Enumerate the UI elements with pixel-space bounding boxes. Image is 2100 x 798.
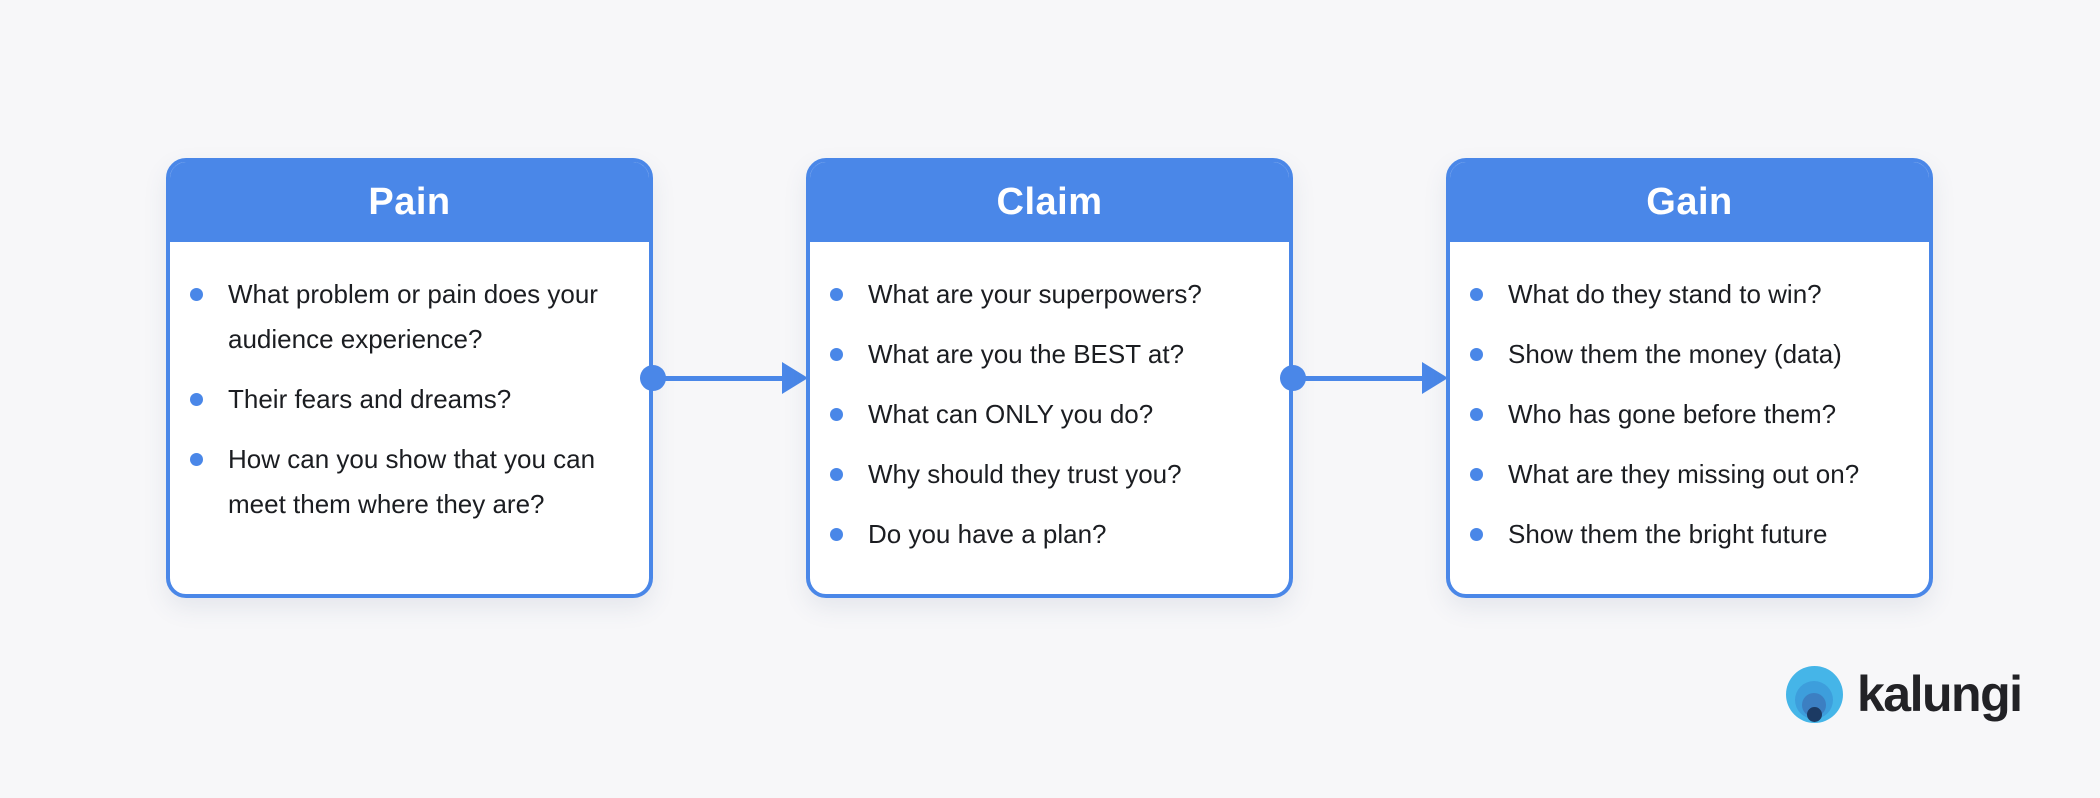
card-pain-header: Pain bbox=[170, 162, 649, 242]
bullet-dot-icon bbox=[1470, 288, 1483, 301]
list-item: Do you have a plan? bbox=[830, 512, 1264, 557]
list-item: Show them the bright future bbox=[1470, 512, 1904, 557]
card-claim-body: What are your superpowers? What are you … bbox=[810, 242, 1289, 557]
bullet-text: Show them the money (data) bbox=[1508, 339, 1842, 369]
arrow-head-icon bbox=[782, 362, 808, 394]
bullet-text: What are your superpowers? bbox=[868, 279, 1202, 309]
card-claim-title: Claim bbox=[996, 180, 1103, 223]
card-gain-body: What do they stand to win? Show them the… bbox=[1450, 242, 1929, 557]
kalungi-logo-icon bbox=[1786, 665, 1843, 723]
bullet-text: What are they missing out on? bbox=[1508, 459, 1860, 489]
kalungi-logo-text: kalungi bbox=[1857, 666, 2023, 722]
kalungi-logo: kalungi bbox=[1786, 664, 2023, 724]
connector-arrow-claim-to-gain bbox=[1280, 362, 1448, 394]
list-item: How can you show that you can meet them … bbox=[190, 437, 624, 527]
bullet-text: Who has gone before them? bbox=[1508, 399, 1837, 429]
bullet-text: Their fears and dreams? bbox=[228, 384, 512, 414]
card-claim: Claim What are your superpowers? What ar… bbox=[806, 158, 1293, 598]
bullet-dot-icon bbox=[830, 288, 843, 301]
bullet-text: How can you show that you can meet them … bbox=[228, 444, 596, 519]
card-pain-title: Pain bbox=[368, 180, 451, 223]
list-item: Show them the money (data) bbox=[1470, 332, 1904, 377]
bullet-dot-icon bbox=[830, 408, 843, 421]
card-claim-header: Claim bbox=[810, 162, 1289, 242]
list-item: Who has gone before them? bbox=[1470, 392, 1904, 437]
bullet-dot-icon bbox=[190, 393, 203, 406]
bullet-text: What do they stand to win? bbox=[1508, 279, 1822, 309]
bullet-text: Show them the bright future bbox=[1508, 519, 1828, 549]
card-gain-header: Gain bbox=[1450, 162, 1929, 242]
bullet-text: What are you the BEST at? bbox=[868, 339, 1185, 369]
card-gain: Gain What do they stand to win? Show the… bbox=[1446, 158, 1933, 598]
bullet-dot-icon bbox=[190, 288, 203, 301]
bullet-text: What can ONLY you do? bbox=[868, 399, 1154, 429]
bullet-dot-icon bbox=[1470, 528, 1483, 541]
arrow-head-icon bbox=[1422, 362, 1448, 394]
list-item: Their fears and dreams? bbox=[190, 377, 624, 422]
bullet-dot-icon bbox=[830, 528, 843, 541]
list-item: What are they missing out on? bbox=[1470, 452, 1904, 497]
bullet-text: Why should they trust you? bbox=[868, 459, 1182, 489]
bullet-dot-icon bbox=[1470, 468, 1483, 481]
list-item: What problem or pain does your audience … bbox=[190, 272, 624, 362]
card-gain-title: Gain bbox=[1646, 180, 1733, 223]
list-item: Why should they trust you? bbox=[830, 452, 1264, 497]
bullet-dot-icon bbox=[830, 348, 843, 361]
bullet-text: Do you have a plan? bbox=[868, 519, 1107, 549]
arrow-line bbox=[653, 376, 784, 381]
bullet-dot-icon bbox=[1470, 408, 1483, 421]
list-item: What are your superpowers? bbox=[830, 272, 1264, 317]
card-pain: Pain What problem or pain does your audi… bbox=[166, 158, 653, 598]
logo-circle-dot bbox=[1807, 706, 1822, 722]
bullet-dot-icon bbox=[1470, 348, 1483, 361]
list-item: What do they stand to win? bbox=[1470, 272, 1904, 317]
list-item: What can ONLY you do? bbox=[830, 392, 1264, 437]
bullet-text: What problem or pain does your audience … bbox=[228, 279, 598, 354]
connector-arrow-pain-to-claim bbox=[640, 362, 808, 394]
arrow-line bbox=[1293, 376, 1424, 381]
card-pain-body: What problem or pain does your audience … bbox=[170, 242, 649, 527]
bullet-dot-icon bbox=[190, 453, 203, 466]
bullet-dot-icon bbox=[830, 468, 843, 481]
list-item: What are you the BEST at? bbox=[830, 332, 1264, 377]
